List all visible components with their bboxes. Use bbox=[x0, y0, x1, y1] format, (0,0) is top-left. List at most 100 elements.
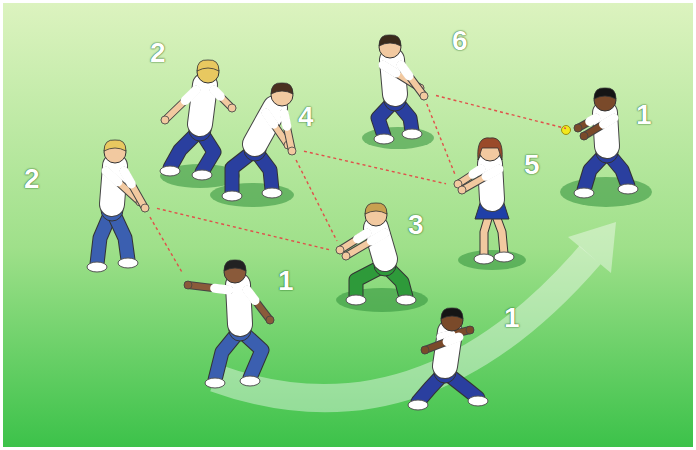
arm bbox=[247, 290, 270, 320]
arm bbox=[346, 233, 385, 256]
sleeve bbox=[266, 113, 274, 124]
hand bbox=[420, 92, 428, 100]
sleeve bbox=[604, 118, 615, 124]
sleeve bbox=[371, 233, 385, 241]
arm bbox=[266, 113, 288, 145]
shoe bbox=[346, 295, 366, 305]
player-spot: 1 bbox=[456, 320, 484, 344]
torso-outline bbox=[200, 85, 205, 124]
pass-line bbox=[427, 104, 455, 175]
arrow-head bbox=[568, 222, 616, 273]
player-figure bbox=[160, 60, 236, 180]
hair bbox=[379, 35, 401, 46]
player-figure bbox=[408, 308, 488, 410]
ball bbox=[562, 126, 571, 135]
player-number: 2 bbox=[150, 38, 166, 68]
player-number: 2 bbox=[24, 164, 40, 194]
sleeve bbox=[124, 171, 131, 184]
arm bbox=[584, 118, 614, 136]
player-number: 1 bbox=[278, 266, 294, 296]
shoe bbox=[118, 258, 138, 268]
hand bbox=[184, 281, 192, 289]
player-spot: 5 bbox=[446, 175, 474, 199]
sleeve bbox=[284, 113, 287, 126]
arm bbox=[462, 169, 499, 190]
hand bbox=[574, 124, 582, 132]
shoe bbox=[374, 134, 394, 144]
hand bbox=[161, 116, 169, 124]
sleeve bbox=[473, 169, 481, 174]
player-figure bbox=[374, 35, 428, 144]
hand bbox=[466, 326, 474, 334]
player-number: 6 bbox=[452, 26, 468, 56]
ground-shadow bbox=[560, 177, 652, 207]
player-figure bbox=[87, 140, 149, 272]
arm-outline bbox=[425, 337, 459, 350]
player-number: 1 bbox=[504, 303, 520, 333]
shoe bbox=[474, 254, 494, 264]
sleeve bbox=[247, 290, 255, 301]
sleeve bbox=[486, 169, 499, 176]
player-spot: 3 bbox=[329, 241, 357, 265]
sleeve bbox=[106, 171, 118, 182]
arm-outline bbox=[188, 285, 229, 290]
pass-line bbox=[157, 208, 329, 249]
player-figure bbox=[574, 88, 638, 198]
player-number: 3 bbox=[408, 210, 424, 240]
arm bbox=[165, 90, 196, 120]
shoe bbox=[574, 188, 594, 198]
shoe bbox=[192, 170, 212, 180]
sleeve bbox=[358, 233, 367, 239]
player-spot: 1 bbox=[566, 120, 594, 144]
arm-outline bbox=[124, 171, 145, 208]
shirt bbox=[255, 108, 275, 144]
movement-arrow bbox=[215, 222, 616, 398]
grass-ground bbox=[3, 3, 693, 447]
player-number: 5 bbox=[524, 150, 540, 180]
torso-outline bbox=[255, 108, 275, 144]
ground-shadow bbox=[210, 183, 294, 207]
shoe bbox=[494, 252, 514, 262]
hair bbox=[271, 83, 293, 94]
arm-outline bbox=[462, 169, 499, 190]
player-spot: 6 bbox=[408, 80, 436, 104]
hand bbox=[336, 246, 344, 254]
hand bbox=[458, 186, 466, 194]
shoe bbox=[222, 191, 242, 201]
arrow-band bbox=[215, 255, 590, 398]
arm-outline bbox=[165, 90, 196, 120]
sleeve bbox=[185, 90, 196, 101]
player-spot: 1 bbox=[176, 274, 204, 298]
sleeve bbox=[447, 337, 459, 342]
shirt bbox=[200, 85, 205, 124]
hair bbox=[224, 260, 246, 271]
hand bbox=[288, 147, 296, 155]
pass-line bbox=[304, 151, 446, 184]
shoe bbox=[408, 400, 428, 410]
arm bbox=[188, 285, 229, 290]
arm bbox=[284, 113, 292, 151]
shoe bbox=[262, 188, 282, 198]
hand bbox=[580, 132, 588, 140]
hair bbox=[441, 308, 463, 319]
hand bbox=[228, 104, 236, 112]
hair bbox=[594, 88, 616, 99]
shoe bbox=[396, 295, 416, 305]
sleeve bbox=[215, 288, 229, 290]
hair bbox=[197, 60, 219, 71]
shoe bbox=[160, 166, 180, 176]
pass-line bbox=[150, 217, 183, 274]
player-spot: 4 bbox=[276, 136, 304, 160]
player-number: 1 bbox=[636, 100, 652, 130]
arm-outline bbox=[284, 113, 292, 151]
arm-outline bbox=[247, 290, 270, 320]
hand bbox=[141, 204, 149, 212]
shoe bbox=[240, 376, 260, 386]
player-figure bbox=[454, 138, 514, 264]
sleeve bbox=[401, 65, 409, 76]
torso-outline bbox=[238, 285, 240, 324]
hair bbox=[365, 203, 387, 214]
arm bbox=[425, 337, 459, 350]
